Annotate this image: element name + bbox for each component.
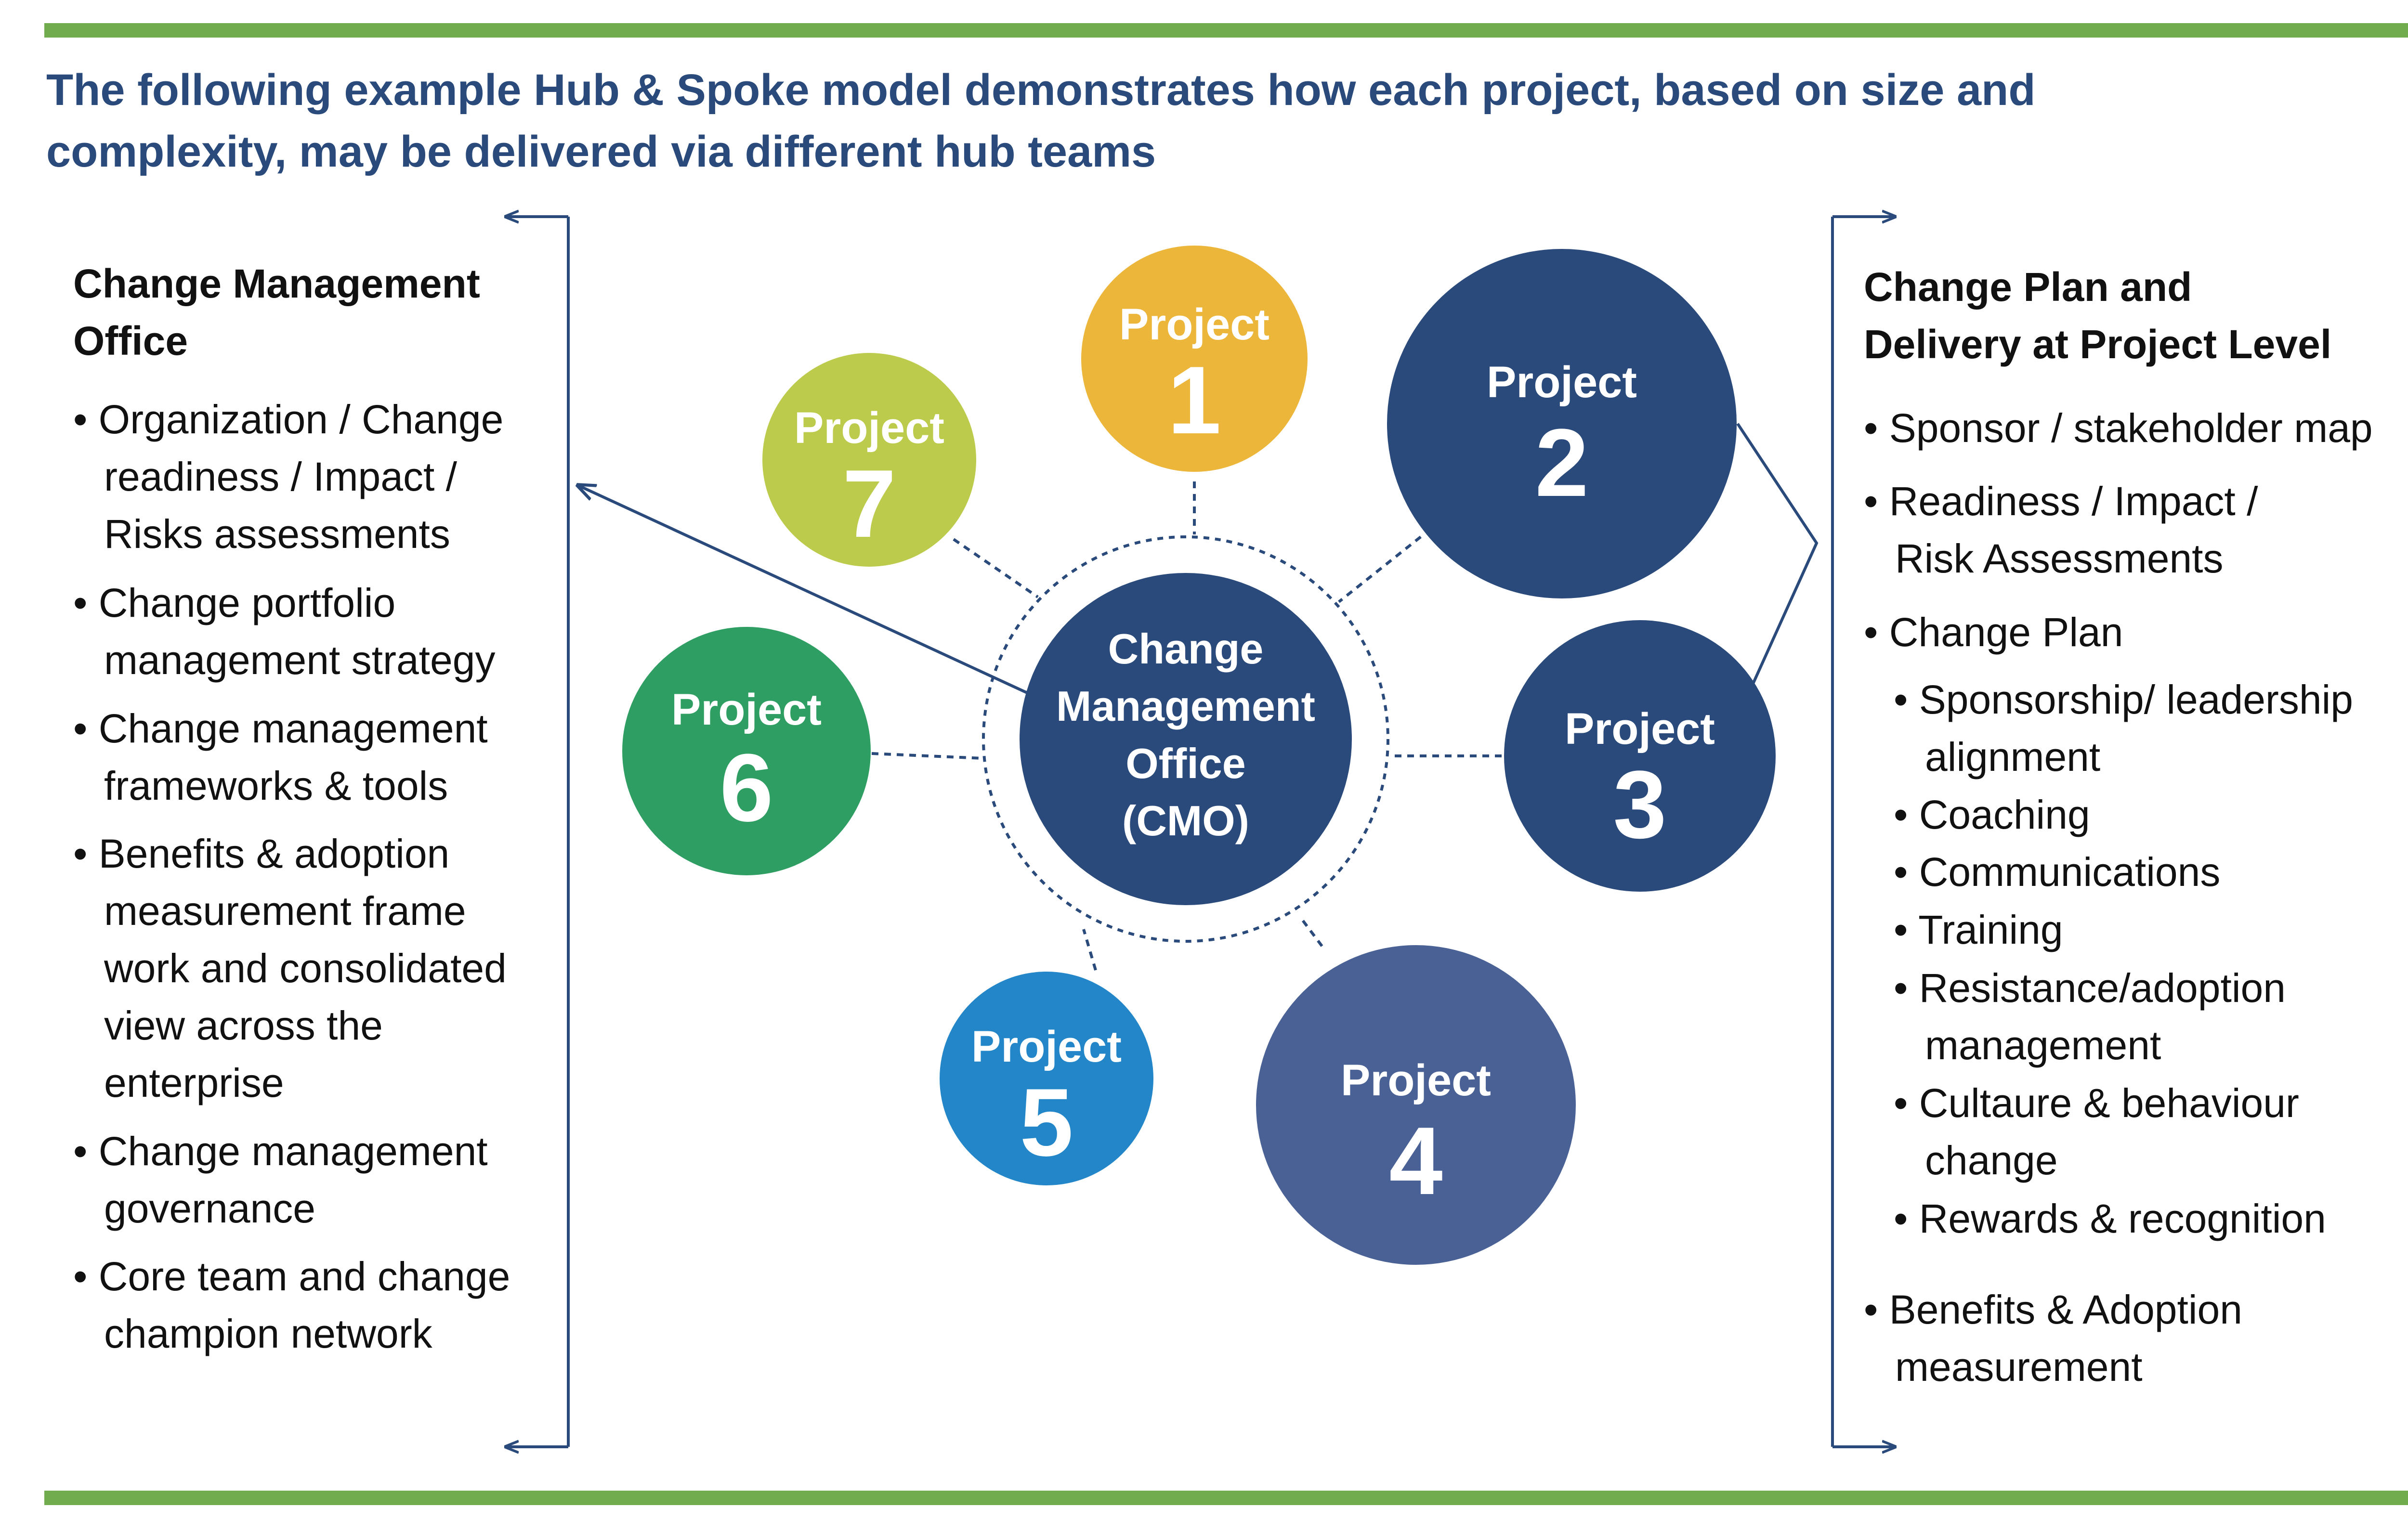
left-line: • Core team and change — [73, 1254, 510, 1299]
projects-2-3-connector — [1736, 423, 1819, 685]
project-5-label: Project — [971, 1022, 1122, 1071]
right-panel: Change Plan and Delivery at Project Leve… — [1864, 264, 2373, 1390]
left-line: Risks assessments — [104, 511, 450, 557]
left-line: work and consolidated — [104, 946, 507, 991]
title-line-1: The following example Hub & Spoke model … — [46, 65, 2036, 115]
right-heading-line-2: Delivery at Project Level — [1864, 322, 2331, 367]
left-line: • Change management — [73, 706, 488, 751]
right-line: measurement — [1895, 1344, 2143, 1390]
top-green-bar — [44, 23, 2408, 38]
hub-line-1: Change — [1108, 625, 1264, 673]
project-2-circle — [1387, 249, 1737, 598]
project-3-number: 3 — [1613, 751, 1666, 858]
hub-cmo: Change Management Office (CMO) — [1020, 573, 1352, 905]
right-line: • Resistance/adoption — [1894, 965, 2286, 1011]
project-7-node: Project 7 — [762, 353, 976, 567]
right-bracket — [1831, 217, 1895, 1447]
project-1-circle — [1081, 246, 1308, 472]
project-5-node: Project 5 — [940, 972, 1153, 1185]
right-line: • Communications — [1894, 849, 2220, 895]
spoke-project-6 — [871, 752, 983, 760]
project-6-number: 6 — [720, 734, 773, 842]
left-heading-line-1: Change Management — [73, 261, 480, 306]
right-line: • Cultaure & behaviour — [1894, 1080, 2299, 1126]
project-4-circle — [1256, 945, 1576, 1265]
left-line: • Organization / Change — [73, 397, 503, 442]
project-6-label: Project — [671, 685, 822, 734]
left-line: champion network — [104, 1311, 433, 1356]
left-line: • Change management — [73, 1129, 488, 1174]
left-line: governance — [104, 1186, 315, 1231]
project-3-circle — [1504, 620, 1776, 892]
hub-circle — [1020, 573, 1352, 905]
project-4-number: 4 — [1389, 1107, 1442, 1215]
project-7-label: Project — [794, 403, 944, 453]
left-line: readiness / Impact / — [104, 454, 458, 499]
hub-line-4: (CMO) — [1122, 797, 1249, 844]
project-4-node: Project 4 — [1256, 945, 1576, 1265]
hub-line-3: Office — [1125, 740, 1245, 787]
right-line: Risk Assessments — [1895, 536, 2224, 581]
left-line: enterprise — [104, 1060, 284, 1105]
left-line: frameworks & tools — [104, 763, 448, 808]
right-line: • Rewards & recognition — [1894, 1196, 2326, 1241]
project-7-circle — [762, 353, 976, 567]
left-line: • Change portfolio — [73, 580, 395, 625]
project-1-label: Project — [1119, 300, 1269, 349]
right-line: • Readiness / Impact / — [1864, 479, 2258, 524]
right-heading-line-1: Change Plan and — [1864, 264, 2192, 310]
left-line: measurement frame — [104, 888, 466, 934]
project-1-node: Project 1 — [1081, 246, 1308, 472]
spoke-project-5 — [1082, 929, 1097, 971]
right-line: • Benefits & Adoption — [1864, 1287, 2242, 1332]
left-bracket — [506, 217, 570, 1447]
right-line: change — [1925, 1138, 2058, 1183]
spoke-project-2 — [1338, 535, 1422, 603]
project-7-number: 7 — [842, 450, 896, 558]
project-6-circle — [622, 627, 871, 875]
hub-dotted-ring — [982, 535, 1389, 943]
left-heading-line-2: Office — [73, 318, 188, 364]
project-3-label: Project — [1565, 704, 1715, 754]
spoke-project-7 — [953, 538, 1039, 598]
project-2-number: 2 — [1535, 409, 1588, 517]
project-2-label: Project — [1487, 358, 1637, 407]
left-line: • Benefits & adoption — [73, 831, 449, 876]
right-line: • Training — [1894, 907, 2063, 952]
right-line: alignment — [1925, 734, 2100, 779]
right-line: management — [1925, 1023, 2161, 1068]
left-panel: Change Management Office • Organization … — [73, 261, 510, 1356]
left-line: view across the — [104, 1003, 383, 1048]
project-1-number: 1 — [1167, 347, 1221, 454]
bottom-green-bar — [44, 1491, 2408, 1505]
title-line-2: complexity, may be delivered via differe… — [46, 127, 1156, 176]
right-line: • Change Plan — [1864, 610, 2123, 655]
project-5-number: 5 — [1020, 1069, 1073, 1176]
project-5-circle — [940, 972, 1153, 1185]
cmo-to-office-arrow — [578, 485, 1029, 695]
hub-line-2: Management — [1056, 682, 1315, 730]
project-6-node: Project 6 — [622, 627, 871, 875]
project-3-node: Project 3 — [1504, 620, 1776, 892]
project-4-label: Project — [1341, 1056, 1491, 1105]
right-line: • Coaching — [1894, 792, 2090, 837]
right-line: • Sponsor / stakeholder map — [1864, 405, 2373, 451]
project-2-node: Project 2 — [1387, 249, 1737, 598]
right-line: • Sponsorship/ leadership — [1894, 677, 2353, 722]
left-line: management strategy — [104, 637, 495, 683]
spoke-project-4 — [1299, 916, 1323, 947]
